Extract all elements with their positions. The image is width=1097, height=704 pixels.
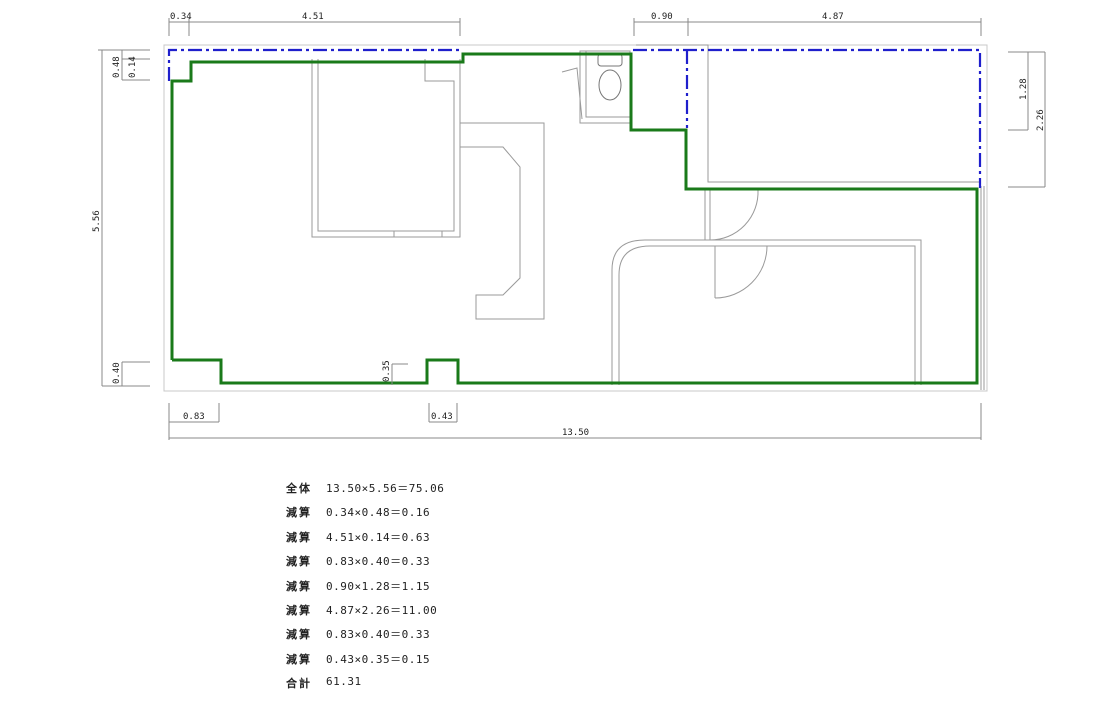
calc-label: 減算: [286, 506, 312, 520]
dim-top-2: 4.51: [302, 12, 324, 22]
dim-bottom-1: 0.83: [183, 412, 205, 422]
dim-left-bottom: 0.40: [112, 362, 122, 384]
dim-top-3: 0.90: [651, 12, 673, 22]
lower-room-wall-inner: [618, 245, 916, 385]
dim-inner-notch: 0.35: [382, 360, 392, 382]
calc-label: 減算: [286, 579, 312, 593]
building-outline: [163, 44, 988, 392]
right-room-wall: [636, 44, 980, 183]
calc-label: 減算: [286, 603, 312, 617]
toilet-icon: [597, 53, 623, 101]
dim-left-1: 0.48: [112, 56, 122, 78]
calc-expression: 4.51×0.14＝0.63: [326, 530, 431, 544]
calc-expression: 0.34×0.48＝0.16: [326, 506, 431, 520]
dim-top-1: 0.34: [170, 12, 192, 22]
dim-top-4: 4.87: [822, 12, 844, 22]
calc-row: 減算 0.83×0.40＝0.33: [286, 553, 444, 577]
calc-row: 減算 0.43×0.35＝0.15: [286, 651, 444, 675]
calc-expression: 0.43×0.35＝0.15: [326, 652, 431, 666]
calc-total-value: 61.31: [326, 675, 362, 689]
calc-expression: 4.87×2.26＝11.00: [326, 603, 438, 617]
calc-expression: 13.50×5.56＝75.06: [326, 482, 445, 495]
calc-label: 減算: [286, 652, 312, 666]
calc-row: 減算 4.51×0.14＝0.63: [286, 529, 444, 553]
dim-right-1: 1.28: [1019, 78, 1029, 100]
dim-bottom-total: 13.50: [562, 428, 589, 438]
calc-label: 減算: [286, 628, 312, 642]
door-swing-arc: [714, 245, 768, 299]
room-wall-outer: [311, 59, 461, 238]
area-calculation-table: 全体 13.50×5.56＝75.06 減算 0.34×0.48＝0.16 減算 4.…: [286, 480, 444, 700]
counter-outline: [460, 122, 545, 320]
door-swing-arc: [709, 189, 759, 241]
calc-row: 減算 0.34×0.48＝0.16: [286, 504, 444, 528]
calc-expression: 0.83×0.40＝0.33: [326, 555, 431, 569]
calc-label: 減算: [286, 555, 312, 569]
dim-right-2: 2.26: [1036, 109, 1046, 131]
calc-row: 減算 4.87×2.26＝11.00: [286, 602, 444, 626]
dimension-lines: [98, 18, 1046, 440]
calc-row: 減算 0.83×0.40＝0.33: [286, 626, 444, 650]
lower-room-wall-outer: [611, 239, 922, 385]
calc-label: 減算: [286, 530, 312, 544]
dim-left-total: 5.56: [92, 210, 102, 232]
calc-expression: 0.90×1.28＝1.15: [326, 579, 431, 593]
dim-left-2: 0.14: [128, 56, 138, 78]
dim-bottom-2: 0.43: [431, 412, 453, 422]
calc-expression: 0.83×0.40＝0.33: [326, 628, 431, 642]
deduction-outline: [167, 48, 982, 188]
calc-row: 合計 61.31: [286, 675, 444, 699]
calc-row: 全体 13.50×5.56＝75.06: [286, 480, 444, 504]
deduction-top-right: [633, 48, 982, 188]
calc-total-label: 合計: [286, 677, 312, 691]
room-wall-inner: [317, 59, 455, 232]
calc-label: 全体: [286, 482, 312, 495]
interior-walls: [311, 44, 985, 390]
floor-plan-drawing: 0.34 4.51 0.90 4.87 0.48 0.14 5.56 0.40 …: [92, 12, 1046, 440]
deduction-top-left: [167, 48, 460, 81]
toilet-door: [561, 67, 583, 120]
calc-row: 減算 0.90×1.28＝1.15: [286, 578, 444, 602]
area-outline: [170, 52, 979, 385]
